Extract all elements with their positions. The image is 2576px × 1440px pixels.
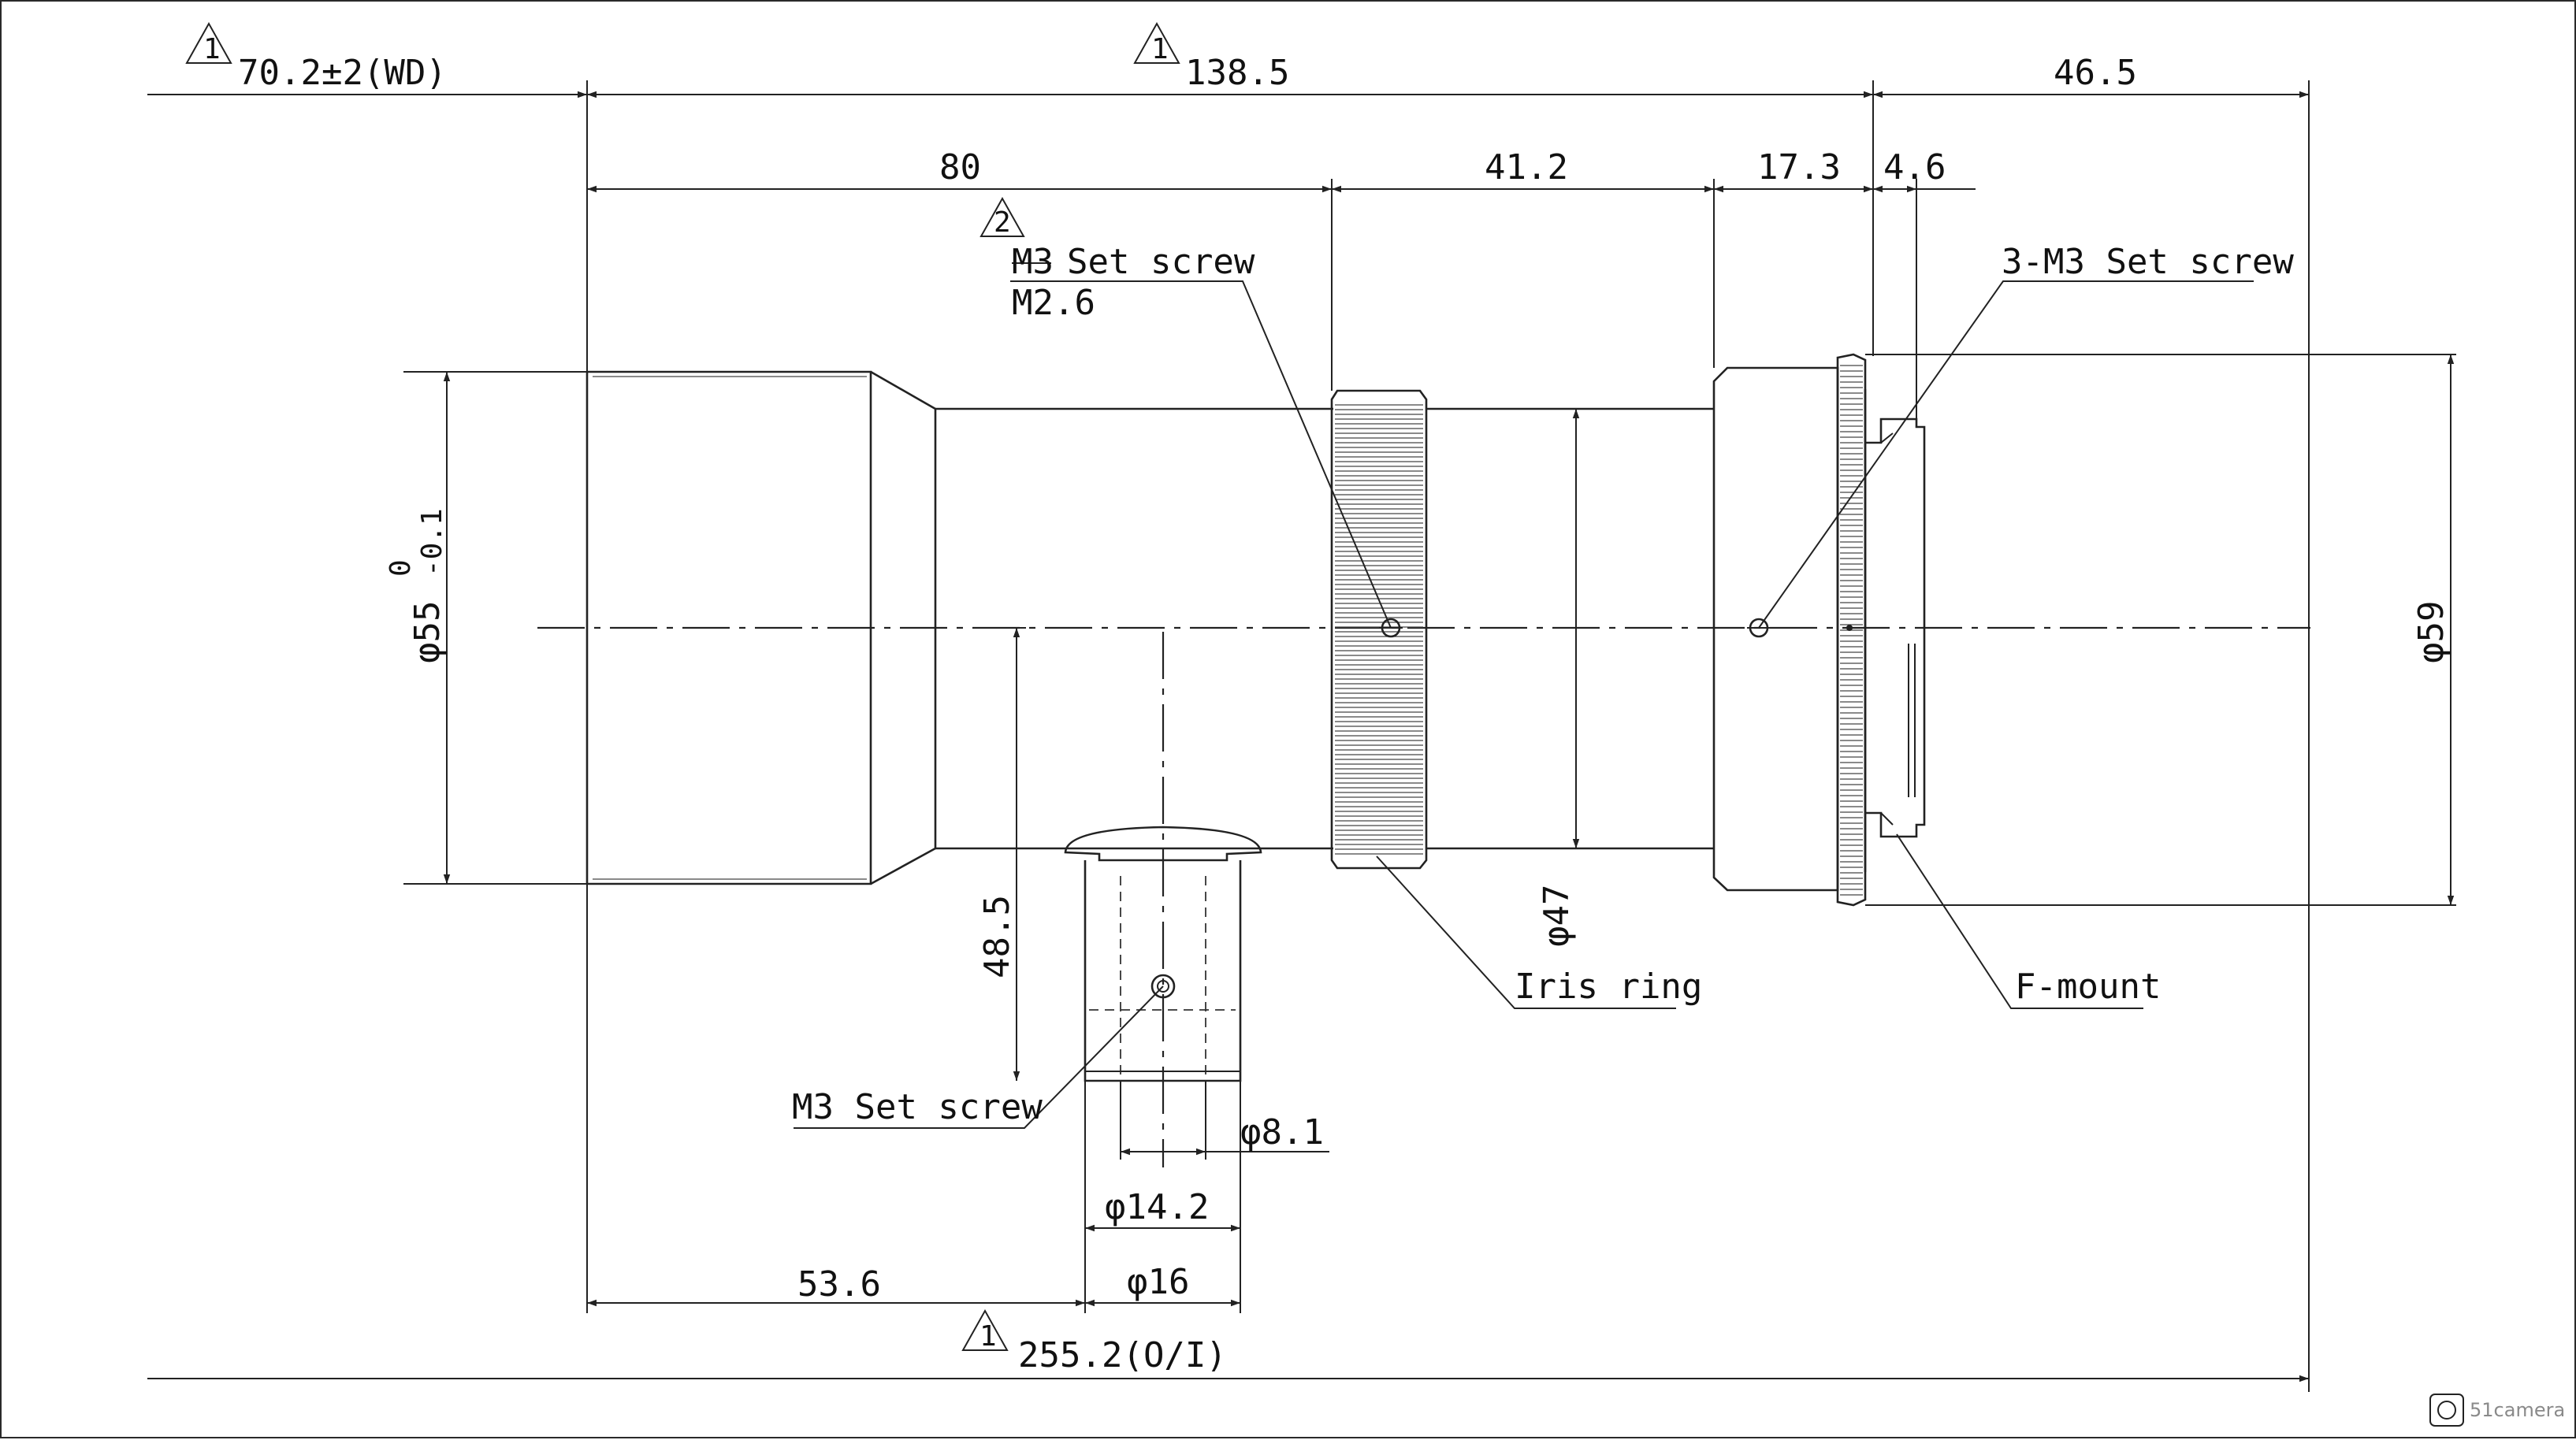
dim-55-label: φ55 bbox=[407, 601, 448, 663]
extension-lines bbox=[403, 80, 2456, 1392]
front-barrel bbox=[585, 370, 937, 885]
iris-ring-knurling bbox=[1335, 404, 1423, 855]
f-mount-label: F-mount bbox=[2015, 967, 2161, 1007]
iris-ring bbox=[1330, 389, 1428, 870]
mount-screw-label: 3-M3 Set screw bbox=[2002, 242, 2294, 282]
revision-mark-oi: 1 bbox=[961, 1308, 1009, 1353]
revision-mark-length-number: 1 bbox=[1151, 33, 1169, 65]
dim-length-label: 138.5 bbox=[1185, 53, 1289, 93]
dim-47-label: φ47 bbox=[1537, 885, 1577, 947]
dim-55-tol-upper: 0 bbox=[385, 559, 417, 577]
rear-housing bbox=[1712, 366, 1839, 892]
dim-41-2-label: 41.2 bbox=[1485, 147, 1568, 187]
dim-59-label: φ59 bbox=[2411, 601, 2451, 663]
revision-mark-wd-number: 1 bbox=[203, 33, 221, 65]
dimension-lines bbox=[147, 91, 2455, 1382]
dim-8-1-label: φ8.1 bbox=[1240, 1112, 1324, 1152]
middle-tube bbox=[935, 407, 1714, 850]
iris-screw-old-label: M3 bbox=[1012, 242, 1054, 282]
iris-screw-new-label: M2.6 bbox=[1012, 283, 1095, 323]
revision-mark-wd: 1 bbox=[185, 21, 232, 65]
dimension-labels: 70.2±2(WD) 138.5 46.5 80 41.2 17.3 4.6 5… bbox=[238, 53, 2451, 1375]
side-set-screw-hole bbox=[1150, 974, 1176, 999]
callout-labels: M3 Set screw M2.6 3-M3 Set screw M3 Set … bbox=[792, 242, 2294, 1127]
mount-ring bbox=[1836, 353, 1926, 907]
iris-ring-label: Iris ring bbox=[1515, 967, 1702, 1007]
side-screw-label: M3 Set screw bbox=[792, 1087, 1043, 1127]
revision-mark-oi-number: 1 bbox=[979, 1320, 997, 1353]
watermark: 51camera bbox=[2429, 1394, 2565, 1427]
dim-53-6-label: 53.6 bbox=[797, 1264, 881, 1305]
dim-16-label: φ16 bbox=[1127, 1262, 1189, 1302]
dim-55-tol-lower: -0.1 bbox=[416, 508, 448, 577]
revision-mark-screw-number: 2 bbox=[994, 206, 1011, 239]
dim-17-3-label: 17.3 bbox=[1757, 147, 1841, 187]
dim-wd-label: 70.2±2(WD) bbox=[238, 53, 447, 93]
mount-ring-knurling bbox=[1840, 365, 1863, 896]
revision-mark-screw: 2 bbox=[979, 196, 1025, 239]
side-port-boss bbox=[1064, 826, 1262, 1082]
dim-4-6-label: 4.6 bbox=[1883, 147, 1946, 187]
dim-14-2-label: φ14.2 bbox=[1105, 1187, 1209, 1227]
dim-80-label: 80 bbox=[939, 147, 981, 187]
dim-48-5-label: 48.5 bbox=[977, 895, 1017, 978]
iris-screw-suffix-label: Set screw bbox=[1067, 242, 1255, 282]
dim-oi-label: 255.2(O/I) bbox=[1018, 1335, 1227, 1375]
watermark-text: 51camera bbox=[2470, 1399, 2565, 1421]
dim-flange-label: 46.5 bbox=[2054, 53, 2137, 93]
leader-lines bbox=[794, 280, 2254, 1129]
revision-mark-length: 1 bbox=[1133, 21, 1180, 65]
